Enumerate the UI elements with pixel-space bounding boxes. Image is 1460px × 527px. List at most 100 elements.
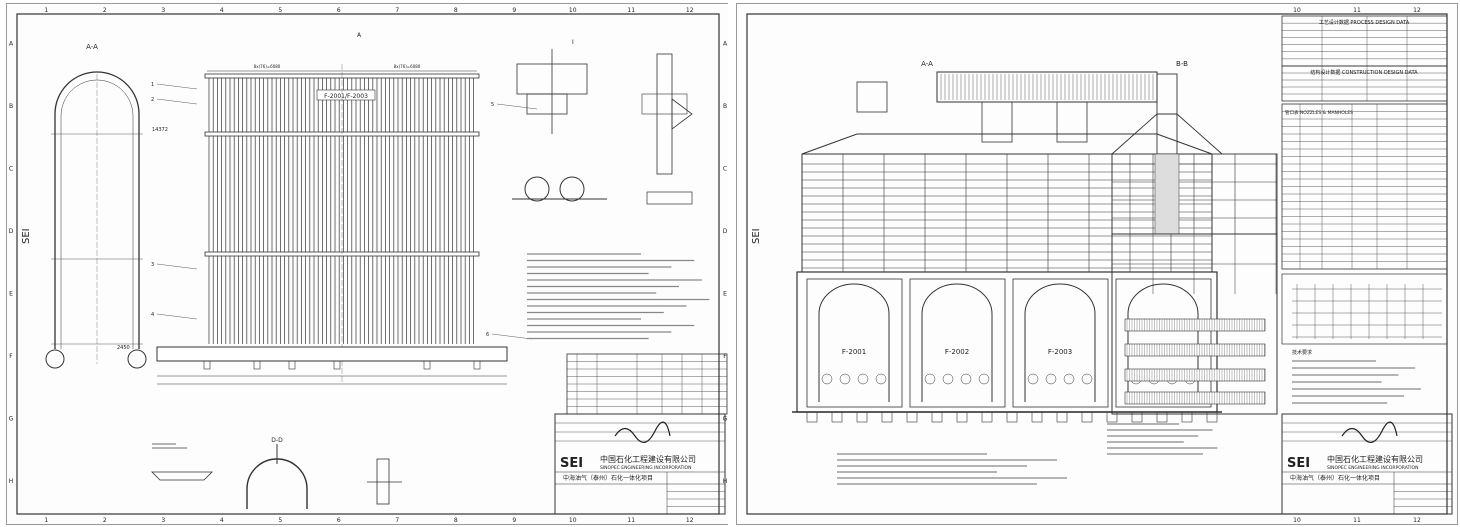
leader-line xyxy=(156,98,198,105)
bb-hood xyxy=(1111,113,1223,155)
title-block xyxy=(554,413,726,515)
heater-general-drawing: 101011111212SEIA-AF-2001F-2002F-2003F-20… xyxy=(746,7,1453,524)
section-label-dd: D-D xyxy=(271,437,283,444)
signature xyxy=(614,421,671,443)
bottom-header-pipe xyxy=(156,346,508,362)
plan-view-box xyxy=(1281,273,1448,345)
grid-column-label: 10 xyxy=(1293,517,1301,524)
burner xyxy=(821,373,833,385)
section-label-aa: A-A xyxy=(921,60,933,68)
grid-row-label: F xyxy=(9,353,13,360)
grid-row-label: F xyxy=(723,353,727,360)
grid-row-label: A xyxy=(9,40,14,47)
sheet-border xyxy=(16,13,720,515)
construction-design-table xyxy=(1281,65,1448,102)
grid-row-label: B xyxy=(723,103,727,110)
leader-line xyxy=(496,103,538,110)
column-footing xyxy=(881,411,893,423)
grid-column-label: 5 xyxy=(278,517,282,524)
grid-row-label: C xyxy=(9,165,13,172)
item-balloon: 5 xyxy=(491,102,494,108)
grid-column-label: 2 xyxy=(103,517,107,524)
heater-cell xyxy=(806,278,903,408)
title-block xyxy=(1281,413,1453,515)
grid-row-label: D xyxy=(723,228,728,235)
grid-column-label: 11 xyxy=(627,517,635,524)
grid-column-label: 7 xyxy=(395,7,399,14)
column-footing xyxy=(1156,411,1168,423)
stack-box xyxy=(856,81,888,113)
heater-tag: F-2002 xyxy=(945,348,969,356)
notes-title: 技术要求 xyxy=(1292,349,1312,356)
grid-column-label: 12 xyxy=(686,517,694,524)
column-footing xyxy=(1081,411,1093,423)
column-footing xyxy=(1206,411,1218,423)
burner xyxy=(1027,373,1039,385)
panel-tag: F-2001/F-2003 xyxy=(324,93,368,100)
item-balloon: 1 xyxy=(151,82,154,88)
column-footing xyxy=(1006,411,1018,423)
heater-cell xyxy=(1012,278,1109,408)
leader-line xyxy=(156,263,198,270)
grid-column-label: 12 xyxy=(1413,7,1421,14)
column-footing xyxy=(1181,411,1193,423)
column-footing xyxy=(981,411,993,423)
detail-bracket xyxy=(526,93,568,115)
side-logo: SEI xyxy=(21,228,32,244)
grid-column-label: 10 xyxy=(569,7,577,14)
signature xyxy=(1341,421,1398,443)
grid-row-label: G xyxy=(9,415,14,422)
column-footing xyxy=(906,411,918,423)
leader-line xyxy=(491,333,533,340)
radiant-section xyxy=(796,271,1218,413)
burner xyxy=(960,373,972,385)
dimension-label: 8x(76)=6080 xyxy=(254,64,281,69)
weld-detail-plate xyxy=(376,458,390,505)
header-nozzle xyxy=(473,360,481,370)
company-name-cn: 中国石化工程建设有限公司 xyxy=(600,454,696,464)
column-footing xyxy=(931,411,943,423)
company-name-en: SINOPEC ENGINEERING INCORPORATION xyxy=(600,465,691,471)
bb-radiant xyxy=(1111,233,1278,415)
arch-coil-outline xyxy=(54,71,140,349)
company-name-en: SINOPEC ENGINEERING INCORPORATION xyxy=(1327,465,1418,471)
sheet-divider xyxy=(728,0,736,527)
project-name: 中海油气（泰州）石化一体化项目 xyxy=(1290,474,1380,482)
convection-roof xyxy=(801,133,1213,155)
nozzle-table-title: 管口表 NOZZLES & MANHOLES xyxy=(1285,109,1353,116)
burner xyxy=(857,373,869,385)
grid-column-label: 4 xyxy=(220,7,224,14)
weld-detail xyxy=(151,471,213,481)
detail-tube-section xyxy=(524,176,550,202)
header-nozzle xyxy=(423,360,431,370)
column-footing xyxy=(956,411,968,423)
header-nozzle xyxy=(203,360,211,370)
grid-row-label: E xyxy=(9,290,13,297)
grid-column-label: 1 xyxy=(44,7,48,14)
item-balloon: 3 xyxy=(151,262,154,268)
stack-box xyxy=(981,101,1013,143)
bb-tube-bank xyxy=(1154,153,1180,235)
detail-plate xyxy=(641,93,688,115)
column-footing xyxy=(856,411,868,423)
column-footing xyxy=(806,411,818,423)
grid-column-label: 8 xyxy=(454,7,458,14)
bb-tube-panel xyxy=(1124,318,1266,332)
header-nozzle xyxy=(253,360,261,370)
grid-row-label: A xyxy=(723,40,728,47)
side-logo: SEI xyxy=(751,228,762,244)
bb-tube-panel xyxy=(1124,368,1266,382)
bb-tube-panel xyxy=(1124,343,1266,357)
project-name: 中海油气（泰州）石化一体化项目 xyxy=(563,474,653,482)
grid-column-label: 2 xyxy=(103,7,107,14)
grid-column-label: 9 xyxy=(512,517,516,524)
company-logo: SEI xyxy=(1287,456,1310,471)
flue-gas-duct xyxy=(936,71,1158,103)
burner xyxy=(1045,373,1057,385)
header-pipe xyxy=(127,349,147,369)
radiant-coil-arch xyxy=(818,283,890,402)
panel-tag-box xyxy=(316,89,376,101)
leader-line xyxy=(156,313,198,320)
